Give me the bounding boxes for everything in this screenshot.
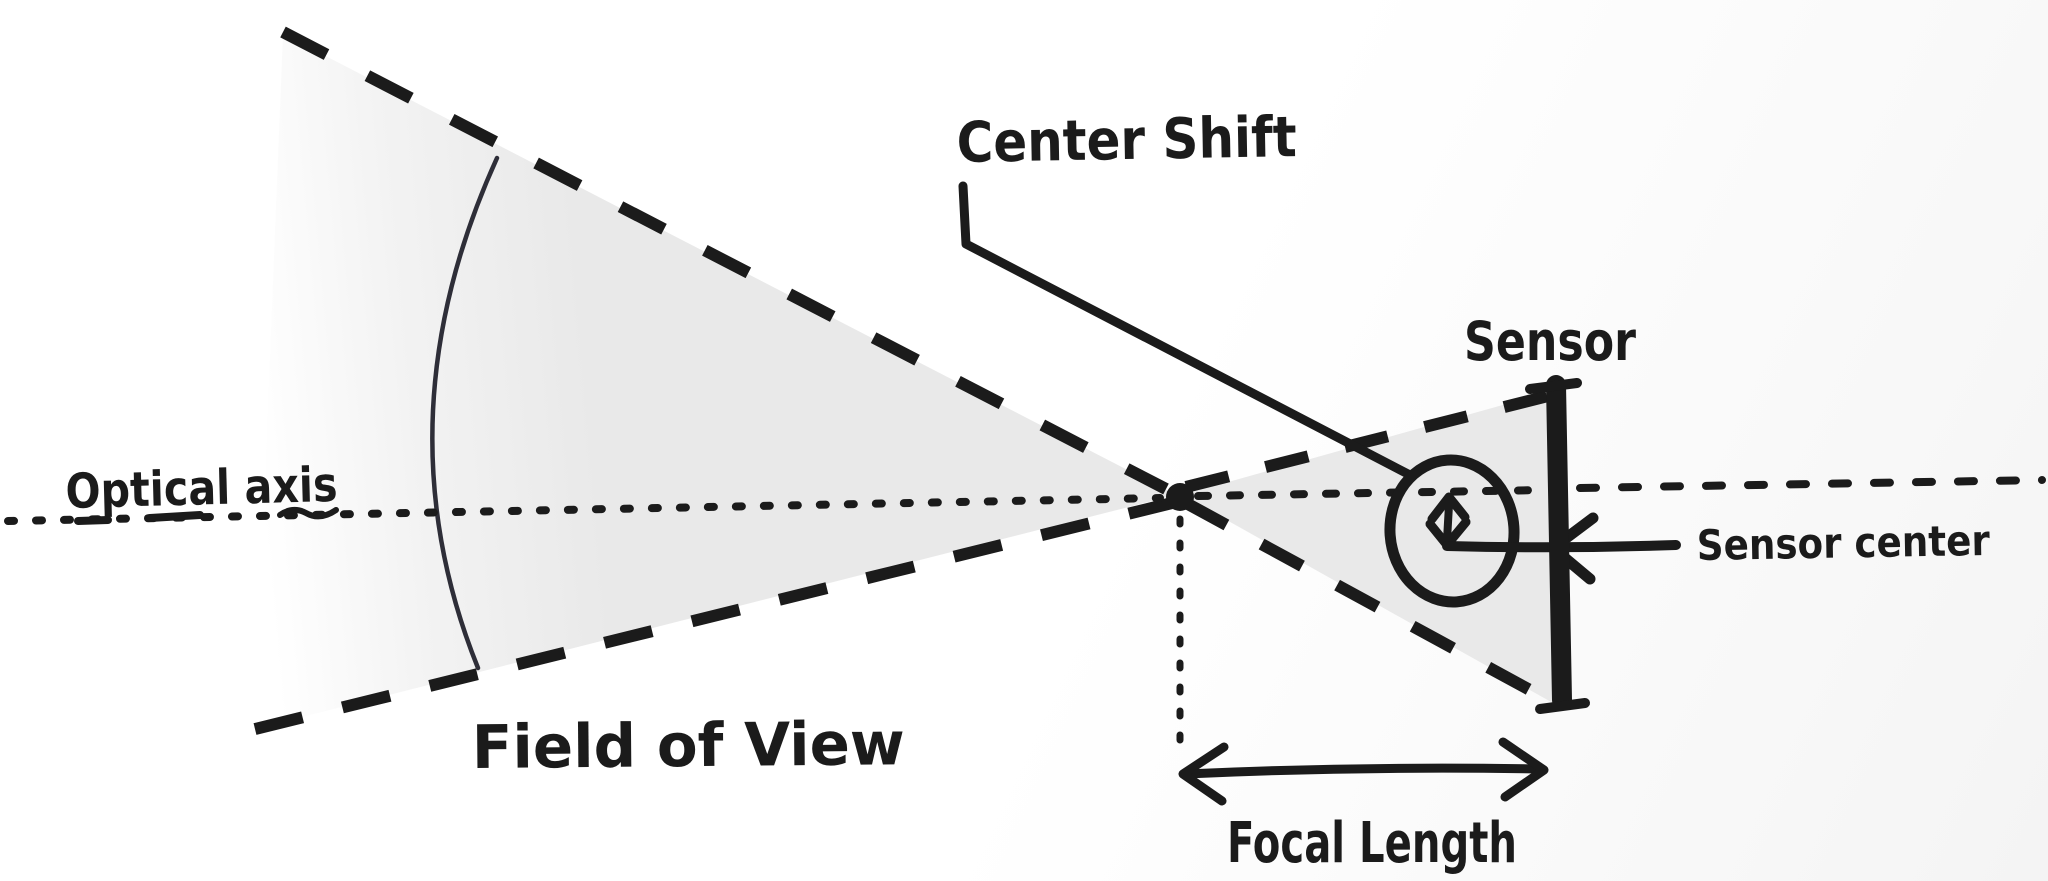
sensor-plane xyxy=(1525,375,1590,714)
focal-point-dot xyxy=(1166,483,1194,511)
focal-length-arrowhead-right xyxy=(1498,737,1549,802)
focal-length-arrow xyxy=(1178,737,1549,806)
sensor-bottom-serif xyxy=(1535,698,1590,714)
center-shift-circle xyxy=(1384,454,1520,608)
sensor-label: Sensor xyxy=(1464,310,1636,373)
optical-axis-line xyxy=(4,476,2046,525)
field-of-view-cone-shade xyxy=(255,34,1176,729)
cone-edge-top-right xyxy=(1184,390,1550,493)
field-of-view-label: Field of View xyxy=(472,709,906,783)
optical-axis-label: Optical axis xyxy=(65,457,338,520)
cone-edge-top-left xyxy=(280,26,1169,495)
cone-edge-bottom-right xyxy=(1183,497,1555,708)
cone-dashed-edges xyxy=(253,26,1555,735)
axis-underline-squiggle xyxy=(277,507,339,520)
center-shift-arrow-shaft xyxy=(1443,501,1453,544)
focal-length-arrowhead-left xyxy=(1178,742,1229,806)
wavefront-arc xyxy=(430,155,500,671)
optical-axis-right xyxy=(1576,476,2046,492)
center-shift-label: Center Shift xyxy=(956,105,1297,176)
sensor-top-serif xyxy=(1525,378,1582,394)
focal-length-label: Focal Length xyxy=(1227,811,1517,876)
center-shift-arrowhead-up xyxy=(1427,492,1470,524)
cone-edge-bottom-left xyxy=(253,497,1174,735)
center-shift-leader-line xyxy=(958,181,1413,479)
sensor-line xyxy=(1546,375,1572,710)
optical-axis-dash-accent xyxy=(74,516,112,525)
optical-axis-dash-accent xyxy=(146,511,204,522)
focal-length-arrow-line xyxy=(1181,763,1545,779)
sensor-center-label: Sensor center xyxy=(1696,516,1990,570)
optical-axis-middle xyxy=(1194,486,1549,500)
